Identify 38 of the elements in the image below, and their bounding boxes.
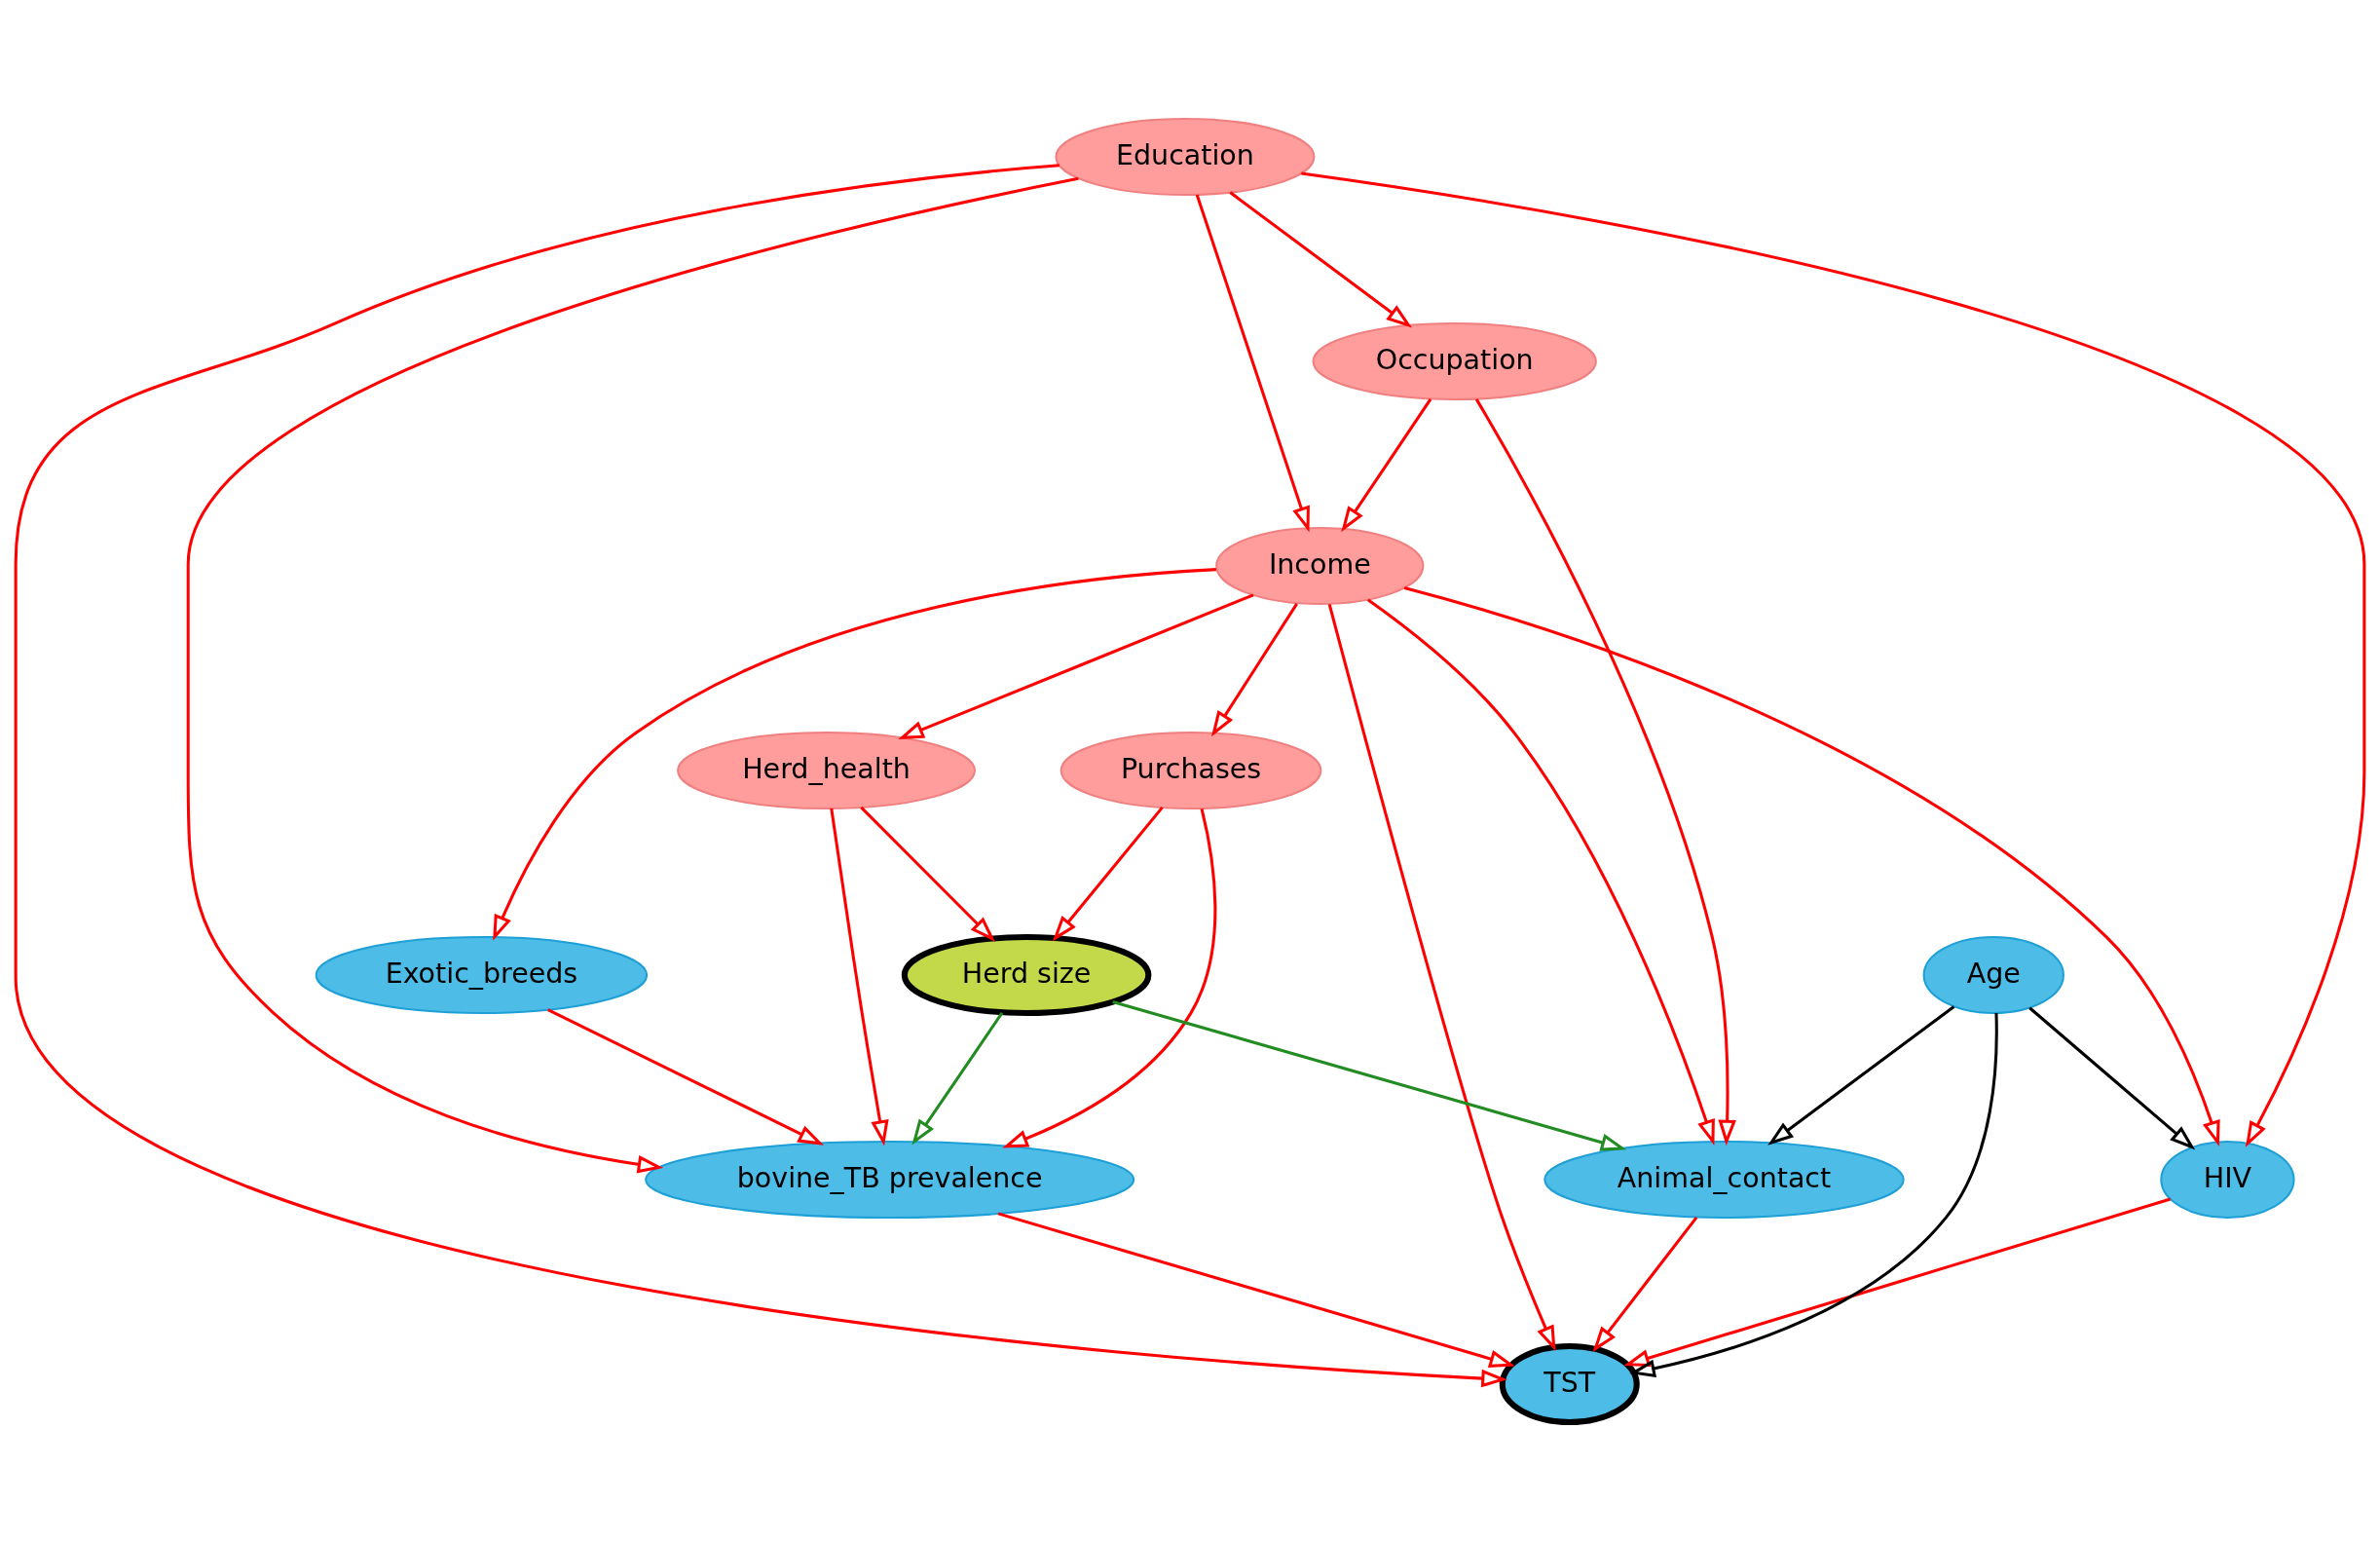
node-ellipse: Herd size (901, 933, 1152, 1017)
arrow (493, 568, 1216, 941)
arrow (1767, 1005, 1955, 1146)
node-ellipse: Purchases (1060, 731, 1322, 810)
node-ellipse: Herd_health (677, 731, 976, 810)
node-ellipse: Age (1922, 935, 2064, 1015)
arrow (911, 1012, 1004, 1146)
arrow (1623, 1197, 2172, 1368)
arrow (1474, 398, 1736, 1146)
arrow (1592, 1216, 1698, 1353)
arrow (860, 806, 995, 942)
arrow (898, 593, 1254, 739)
arrow (186, 176, 1079, 1174)
arrow (14, 164, 1507, 1388)
arrow (1366, 598, 1715, 1146)
arrow (1052, 806, 1164, 942)
arrow (830, 808, 889, 1146)
arrow (1403, 586, 2220, 1146)
arrow (1629, 1013, 1998, 1377)
arrow (997, 1212, 1515, 1368)
node-ellipse: bovine_TB prevalence (645, 1140, 1135, 1220)
node-ellipse: TST (1499, 1342, 1640, 1426)
arrow (1112, 1000, 1627, 1151)
node-ellipse: Exotic_breeds (315, 935, 649, 1015)
node-ellipse: Education (1055, 117, 1316, 197)
arrow (1195, 194, 1310, 533)
arrow (1301, 171, 2366, 1147)
arrow (1002, 808, 1217, 1148)
arrow (1210, 603, 1298, 737)
arrow (1229, 191, 1412, 328)
node-ellipse: Income (1215, 526, 1425, 606)
node-ellipse: Occupation (1312, 321, 1597, 401)
node-ellipse: HIV (2160, 1140, 2295, 1220)
arrow (547, 1008, 825, 1146)
arrow (2028, 1006, 2196, 1150)
node-ellipse: Animal_contact (1543, 1140, 1905, 1220)
arrow (1341, 398, 1432, 533)
arrow (1327, 603, 1556, 1352)
